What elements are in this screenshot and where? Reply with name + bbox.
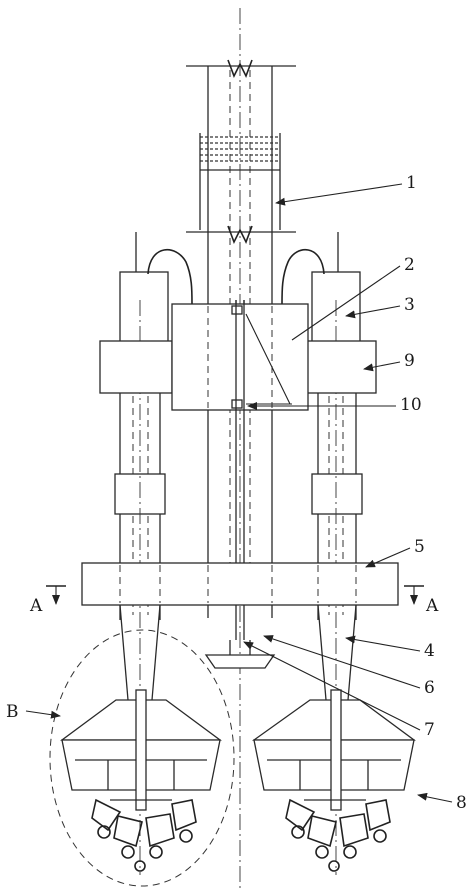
- callout-5: 5: [414, 537, 425, 557]
- left-cutter-teeth: [91, 798, 197, 872]
- left-drill-head: [60, 689, 222, 872]
- callout-4: 4: [424, 641, 435, 661]
- hose-right: [281, 248, 325, 305]
- detail-circle-B: [49, 629, 235, 887]
- clamp-right: [305, 340, 377, 394]
- clamp-left: [99, 340, 173, 394]
- right-drill-head: [251, 689, 416, 872]
- callout-7: 7: [424, 720, 435, 740]
- break-symbol-top: [227, 59, 253, 78]
- callout-2: 2: [404, 255, 415, 275]
- left-taper: [119, 604, 161, 701]
- right-cutter-teeth: [285, 798, 391, 872]
- callout-8: 8: [456, 793, 467, 813]
- break-symbol-mid: [227, 225, 253, 244]
- section-label-right: A: [425, 596, 439, 616]
- callouts: 1 2 3 9 10 5 4 6 7 8 B: [6, 173, 467, 813]
- section-marker-left: A: [29, 585, 66, 616]
- callout-10: 10: [400, 395, 422, 415]
- section-marker-right: A: [404, 585, 439, 616]
- motor-box: [171, 303, 309, 411]
- callout-1: 1: [406, 173, 417, 193]
- right-taper: [317, 604, 357, 701]
- detail-label-B: B: [6, 702, 19, 722]
- callout-6: 6: [424, 678, 435, 698]
- section-label-left: A: [29, 596, 43, 616]
- hose-left: [147, 248, 193, 305]
- pilot-bit: [204, 654, 276, 669]
- crossbeam: [81, 562, 399, 606]
- callout-3: 3: [404, 295, 415, 315]
- callout-9: 9: [404, 351, 415, 371]
